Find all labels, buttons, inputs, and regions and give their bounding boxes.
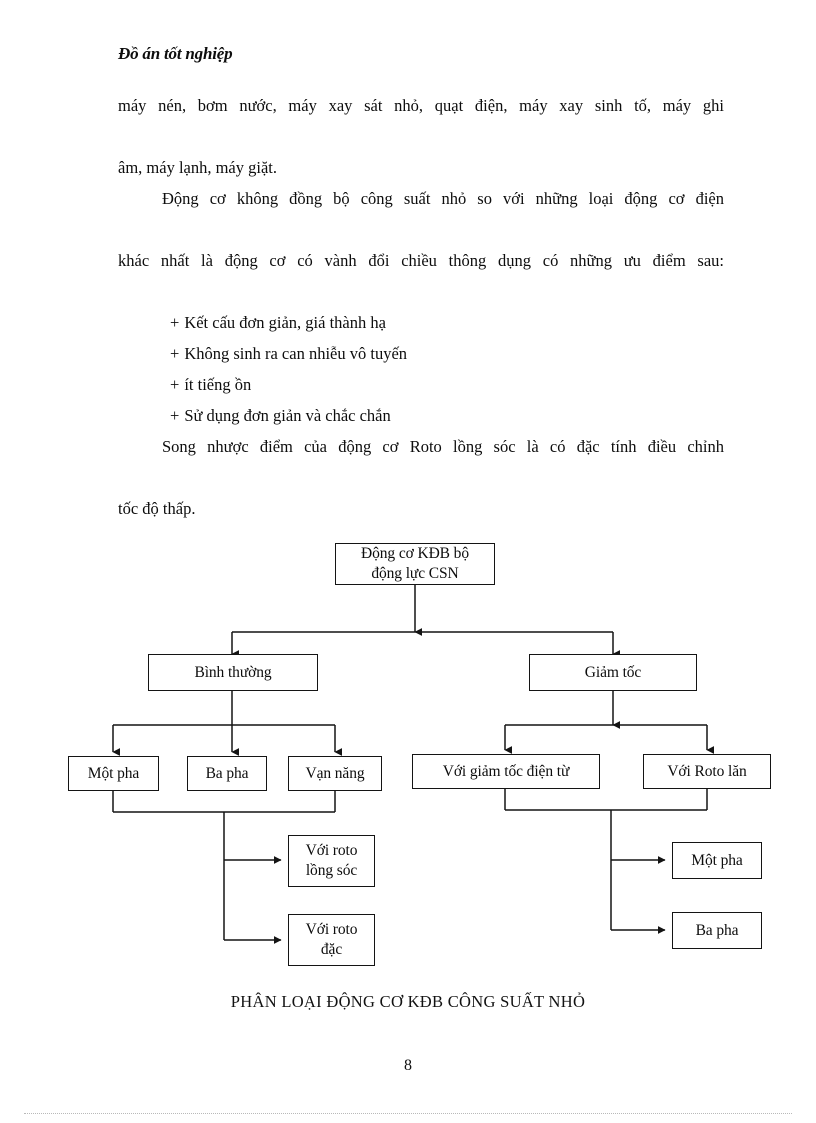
node-ba-pha: Ba pha (187, 756, 267, 791)
bullet-label-1: Kết cấu đơn giản, giá thành hạ (184, 313, 386, 332)
paragraph-2-line-2: khác nhất là động cơ có vành đổi chiều t… (118, 251, 724, 270)
bullet-marker-3: + (170, 375, 180, 394)
node-voi-giam-toc-dien-tu: Với giảm tốc điện từ (412, 754, 600, 789)
node-ba-pha-right: Ba pha (672, 912, 762, 949)
node-voi-roto-long-soc: Với roto lồng sóc (288, 835, 375, 887)
bullet-label-3: ít tiếng ồn (184, 375, 252, 394)
classification-flowchart: Động cơ KĐB bộ động lực CSN Bình thường … (0, 520, 816, 990)
bullet-marker-1: + (170, 313, 180, 332)
paragraph-1-line-1: máy nén, bơm nước, máy xay sát nhỏ, quạt… (118, 96, 724, 115)
paragraph-3-line-2: tốc độ thấp. (118, 499, 196, 518)
node-root-line-2: động lực CSN (371, 565, 459, 582)
node-voi-roto-dac: Với roto đặc (288, 914, 375, 966)
node-voi-roto-lan-label: Với Roto lăn (667, 763, 747, 780)
paragraph-3: Song nhược điểm của động cơ Roto lồng só… (118, 431, 724, 524)
flowchart-connectors (112, 584, 714, 944)
bullet-marker-4: + (170, 406, 180, 425)
node-binh-thuong: Bình thường (148, 654, 318, 691)
paragraph-1-line-2: âm, máy lạnh, máy giặt. (118, 158, 277, 177)
node-root-line-1: Động cơ KĐB bộ (361, 545, 469, 562)
node-voi-roto-lan: Với Roto lăn (643, 754, 771, 789)
paragraph-2-line-1: Động cơ không đồng bộ công suất nhỏ so v… (162, 189, 724, 208)
bottom-dotted-rule (24, 1113, 792, 1115)
running-header: Đồ án tốt nghiệp (118, 44, 233, 63)
node-binh-thuong-label: Bình thường (194, 664, 272, 681)
bullet-marker-2: + (170, 344, 180, 363)
node-voi-roto-dac-line-1: Với roto (305, 921, 358, 938)
bullet-item-1: +Kết cấu đơn giản, giá thành hạ (118, 307, 724, 338)
node-voi-roto-long-soc-line-1: Với roto (305, 842, 358, 859)
node-ba-pha-label: Ba pha (205, 765, 249, 782)
node-mot-pha-right: Một pha (672, 842, 762, 879)
page-number: 8 (404, 1057, 412, 1074)
bullet-label-2: Không sinh ra can nhiễu vô tuyến (184, 344, 408, 363)
bullet-item-2: +Không sinh ra can nhiễu vô tuyến (118, 338, 724, 369)
node-van-nang-label: Vạn năng (305, 765, 365, 782)
node-ba-pha-right-label: Ba pha (695, 922, 739, 939)
paragraph-3-line-1: Song nhược điểm của động cơ Roto lồng só… (162, 437, 724, 456)
node-voi-roto-long-soc-line-2: lồng sóc (305, 862, 358, 879)
body-text-block: máy nén, bơm nước, máy xay sát nhỏ, quạt… (118, 90, 724, 524)
node-van-nang: Vạn năng (288, 756, 382, 791)
bullet-item-4: +Sử dụng đơn giản và chắc chắn (118, 400, 724, 431)
bullet-item-3: +ít tiếng ồn (118, 369, 724, 400)
paragraph-1: máy nén, bơm nước, máy xay sát nhỏ, quạt… (118, 90, 724, 183)
node-root: Động cơ KĐB bộ động lực CSN (335, 543, 495, 585)
node-voi-giam-toc-dien-tu-label: Với giảm tốc điện từ (442, 763, 570, 780)
paragraph-2: Động cơ không đồng bộ công suất nhỏ so v… (118, 183, 724, 307)
node-mot-pha-label: Một pha (87, 765, 140, 782)
figure-caption: PHÂN LOẠI ĐỘNG CƠ KĐB CÔNG SUẤT NHỎ (230, 992, 586, 1011)
bullet-label-4: Sử dụng đơn giản và chắc chắn (184, 406, 391, 425)
node-voi-roto-dac-line-2: đặc (320, 941, 343, 958)
node-mot-pha: Một pha (68, 756, 159, 791)
node-giam-toc-label: Giảm tốc (584, 664, 642, 681)
node-mot-pha-right-label: Một pha (691, 852, 743, 869)
node-giam-toc: Giảm tốc (529, 654, 697, 691)
